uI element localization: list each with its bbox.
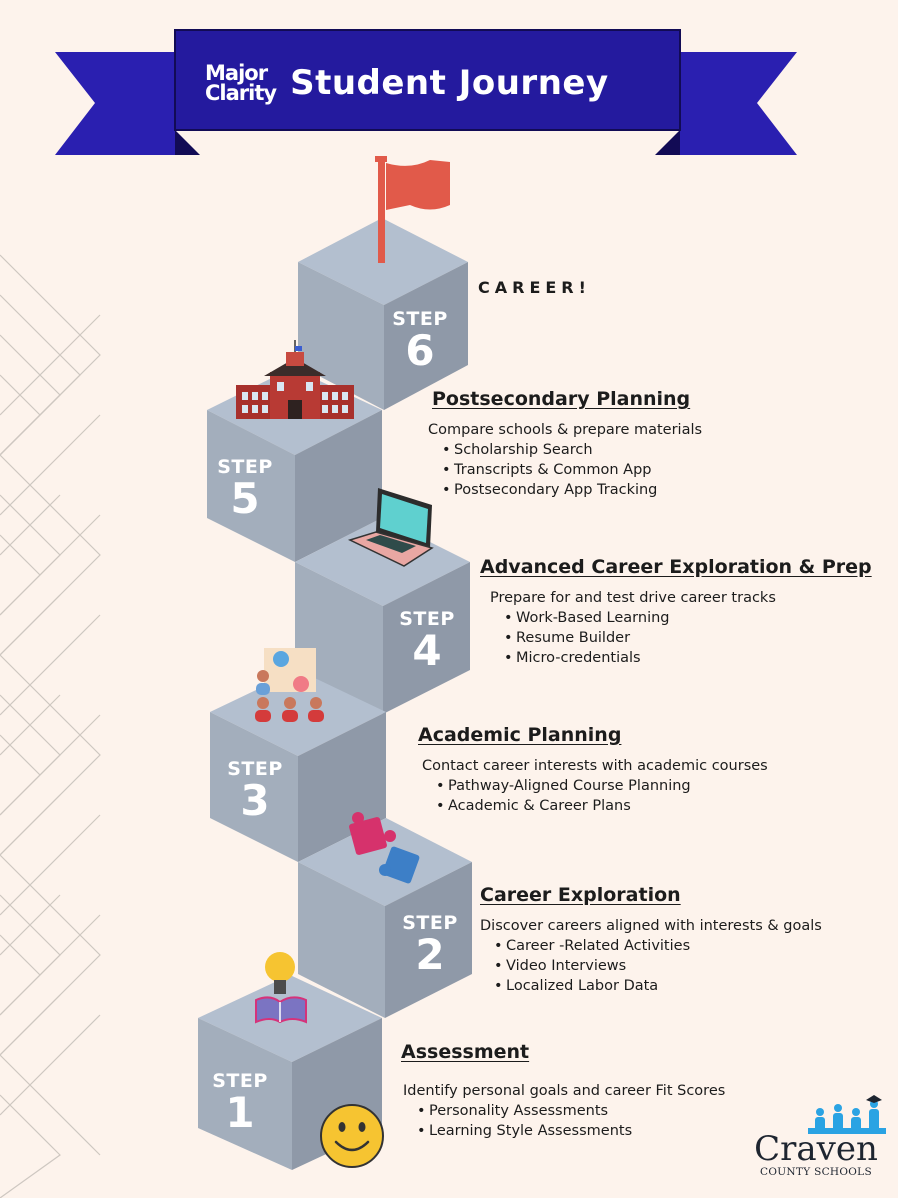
step-2-label: STEP 2 — [402, 912, 458, 979]
section-list: Work-Based Learning Resume Builder Micro… — [480, 608, 872, 668]
cube-step-1 — [198, 975, 382, 1170]
banner-content: Major Clarity Student Journey — [205, 48, 609, 118]
step-3-label: STEP 3 — [227, 758, 283, 825]
presentation-icon — [255, 648, 324, 722]
step-1-label: STEP 1 — [212, 1070, 268, 1137]
laptop-icon — [347, 488, 434, 567]
brand-line-1: Major — [205, 61, 268, 85]
section-list: Career -Related Activities Video Intervi… — [480, 936, 822, 996]
list-item: Resume Builder — [504, 628, 872, 648]
section-advanced-career-exploration: Advanced Career Exploration & Prep Prepa… — [480, 556, 872, 668]
banner-right-tail — [680, 52, 797, 155]
flag-icon — [375, 156, 450, 263]
cube-step-2 — [298, 818, 472, 1018]
major-clarity-logo: Major Clarity — [205, 61, 277, 105]
section-title: Postsecondary Planning — [432, 388, 691, 410]
section-description: Contact career interests with academic c… — [422, 758, 768, 774]
section-description: Compare schools & prepare materials — [428, 422, 703, 438]
brand-line-2: Clarity — [205, 81, 277, 105]
section-academic-planning: Academic Planning Contact career interes… — [418, 724, 768, 816]
list-item: Personality Assessments — [417, 1101, 725, 1121]
list-item: Pathway-Aligned Course Planning — [436, 776, 768, 796]
section-description: Discover careers aligned with interests … — [480, 918, 822, 934]
section-description: Prepare for and test drive career tracks — [490, 590, 776, 606]
step-6-label: STEP 6 — [392, 308, 448, 375]
section-list: Scholarship Search Transcripts & Common … — [432, 440, 702, 500]
step-5-label: STEP 5 — [217, 456, 273, 523]
list-item: Video Interviews — [494, 956, 822, 976]
title-banner — [55, 29, 797, 155]
list-item: Micro-credentials — [504, 648, 872, 668]
craven-logo-graphic — [808, 1095, 886, 1134]
section-title: Advanced Career Exploration & Prep — [480, 556, 872, 578]
list-item: Learning Style Assessments — [417, 1121, 725, 1141]
section-title: Career Exploration — [480, 884, 681, 906]
section-postsecondary-planning: Postsecondary Planning Compare schools &… — [428, 388, 702, 500]
career-heading: CAREER! — [478, 278, 591, 297]
section-title: Academic Planning — [418, 724, 622, 746]
section-title: Assessment — [401, 1041, 530, 1063]
list-item: Work-Based Learning — [504, 608, 872, 628]
logo-line-1: Craven — [754, 1129, 878, 1169]
page-title: Student Journey — [290, 63, 609, 103]
craven-county-schools-logo: Craven COUNTY SCHOOLS — [752, 1132, 880, 1178]
logo-line-2: COUNTY SCHOOLS — [760, 1166, 872, 1178]
lattice-pattern — [0, 254, 101, 1198]
lightbulb-book-icon — [255, 952, 307, 1024]
section-description: Identify personal goals and career Fit S… — [403, 1083, 726, 1099]
smiley-icon — [320, 1104, 384, 1168]
list-item: Transcripts & Common App — [442, 460, 702, 480]
step-4-label: STEP 4 — [399, 608, 455, 675]
cube-step-4 — [295, 518, 470, 714]
list-item: Localized Labor Data — [494, 976, 822, 996]
puzzle-icon — [349, 812, 420, 884]
list-item: Postsecondary App Tracking — [442, 480, 702, 500]
list-item: Scholarship Search — [442, 440, 702, 460]
list-item: Career -Related Activities — [494, 936, 822, 956]
section-assessment: Assessment Identify personal goals and c… — [401, 1041, 725, 1141]
school-building-icon — [236, 340, 354, 419]
list-item: Academic & Career Plans — [436, 796, 768, 816]
banner-left-tail — [55, 52, 175, 155]
section-career-exploration: Career Exploration Discover careers alig… — [480, 884, 822, 996]
section-list: Pathway-Aligned Course Planning Academic… — [418, 776, 768, 816]
section-list: Personality Assessments Learning Style A… — [401, 1101, 725, 1141]
